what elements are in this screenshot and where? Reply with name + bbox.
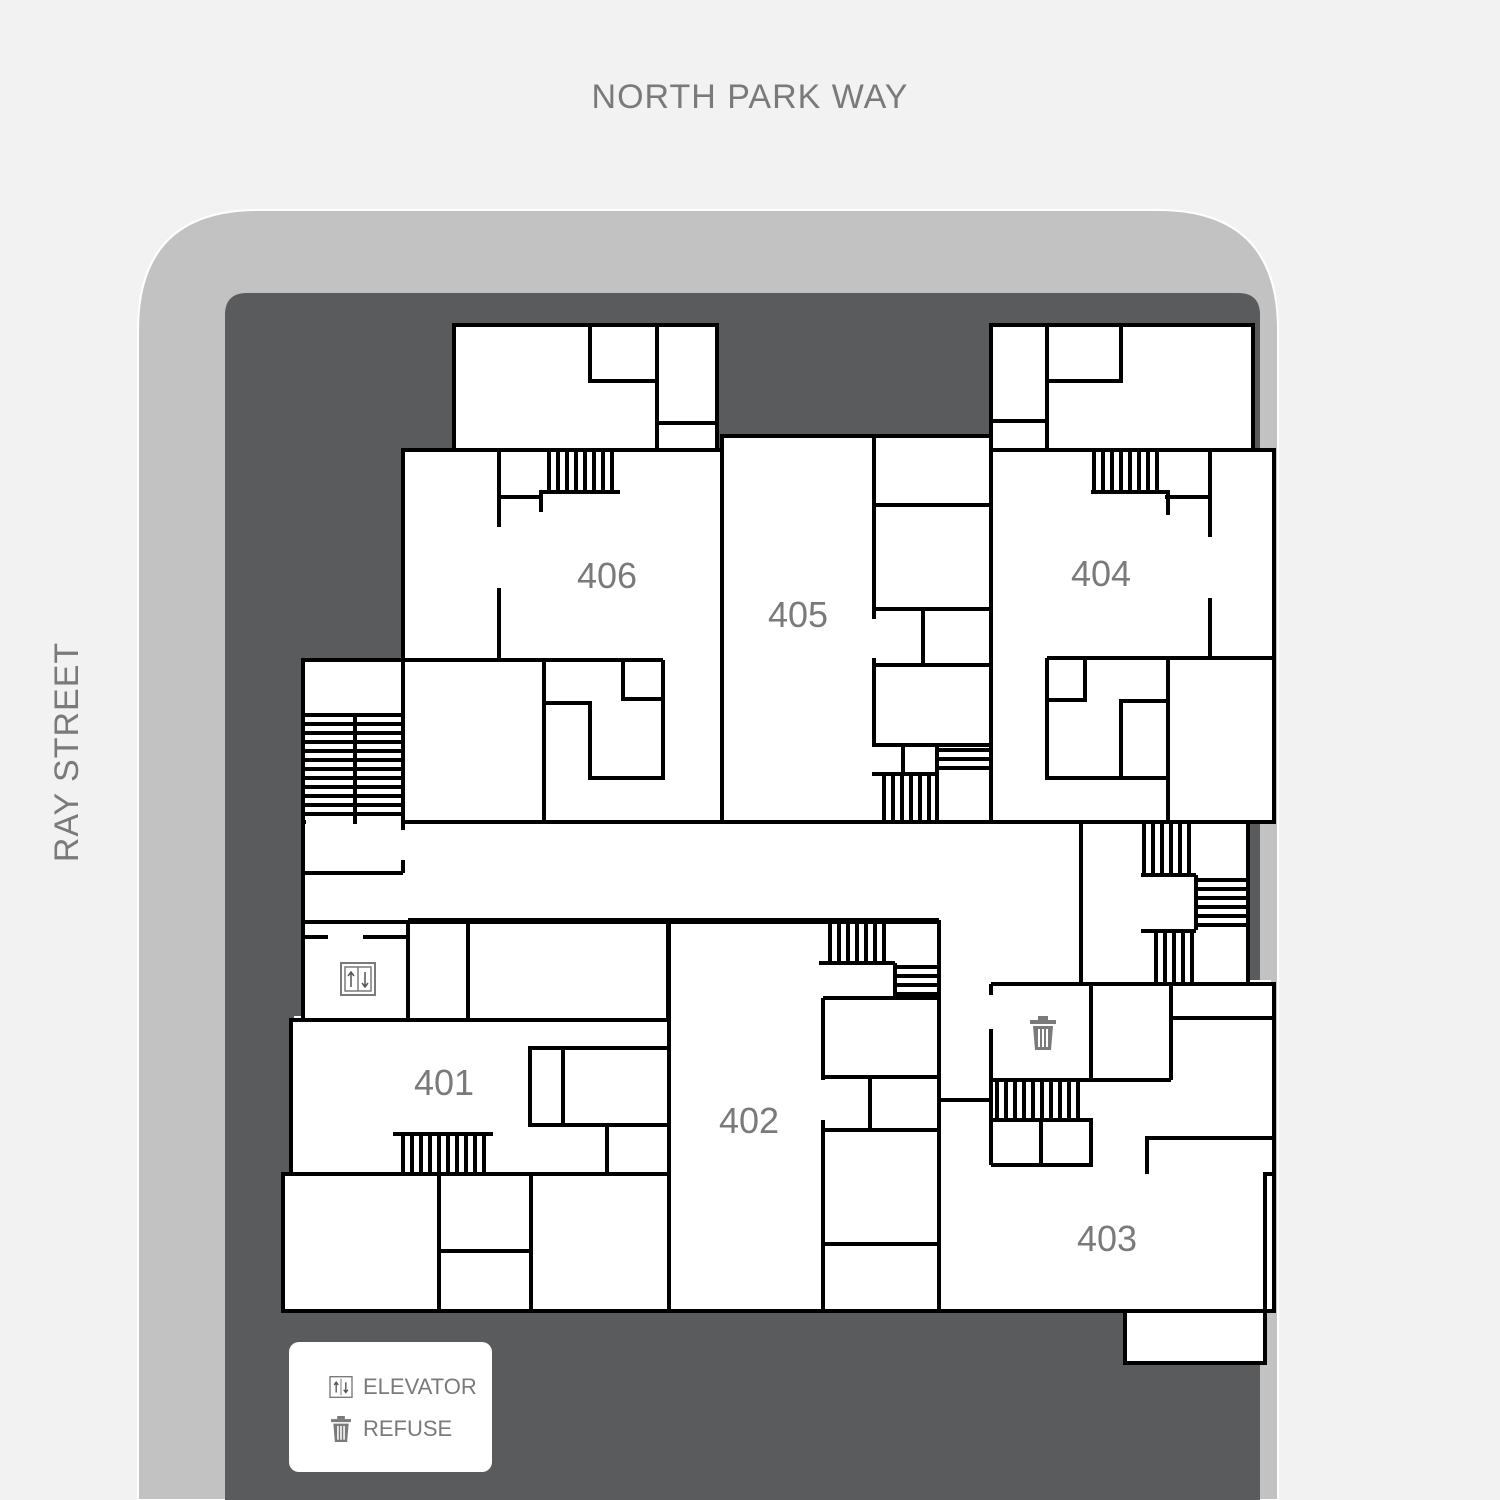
interior-walls bbox=[283, 325, 1276, 1311]
legend-elevator-row: ELEVATOR bbox=[329, 1372, 477, 1402]
unit-label-405: 405 bbox=[768, 594, 828, 635]
west-street-label: RAY STREET bbox=[48, 642, 86, 862]
unit-label-402: 402 bbox=[719, 1100, 779, 1141]
legend-elevator-label: ELEVATOR bbox=[363, 1374, 477, 1399]
unit-label-406: 406 bbox=[577, 555, 637, 596]
unit-label-401: 401 bbox=[414, 1062, 474, 1103]
legend-refuse-icon bbox=[331, 1416, 351, 1442]
unit-label-403: 403 bbox=[1077, 1218, 1137, 1259]
refuse-icon bbox=[1030, 1016, 1056, 1050]
building-floor bbox=[281, 323, 1276, 1365]
stairs bbox=[305, 452, 1246, 1172]
map-legend: ELEVATOR REFUSE bbox=[289, 1342, 492, 1472]
legend-refuse-label: REFUSE bbox=[363, 1416, 453, 1441]
legend-elevator-icon bbox=[329, 1376, 353, 1398]
unit-label-404: 404 bbox=[1071, 553, 1131, 594]
elevator-icon bbox=[340, 962, 376, 996]
north-street-label: NORTH PARK WAY bbox=[592, 78, 909, 116]
legend-refuse-row: REFUSE bbox=[331, 1414, 452, 1444]
